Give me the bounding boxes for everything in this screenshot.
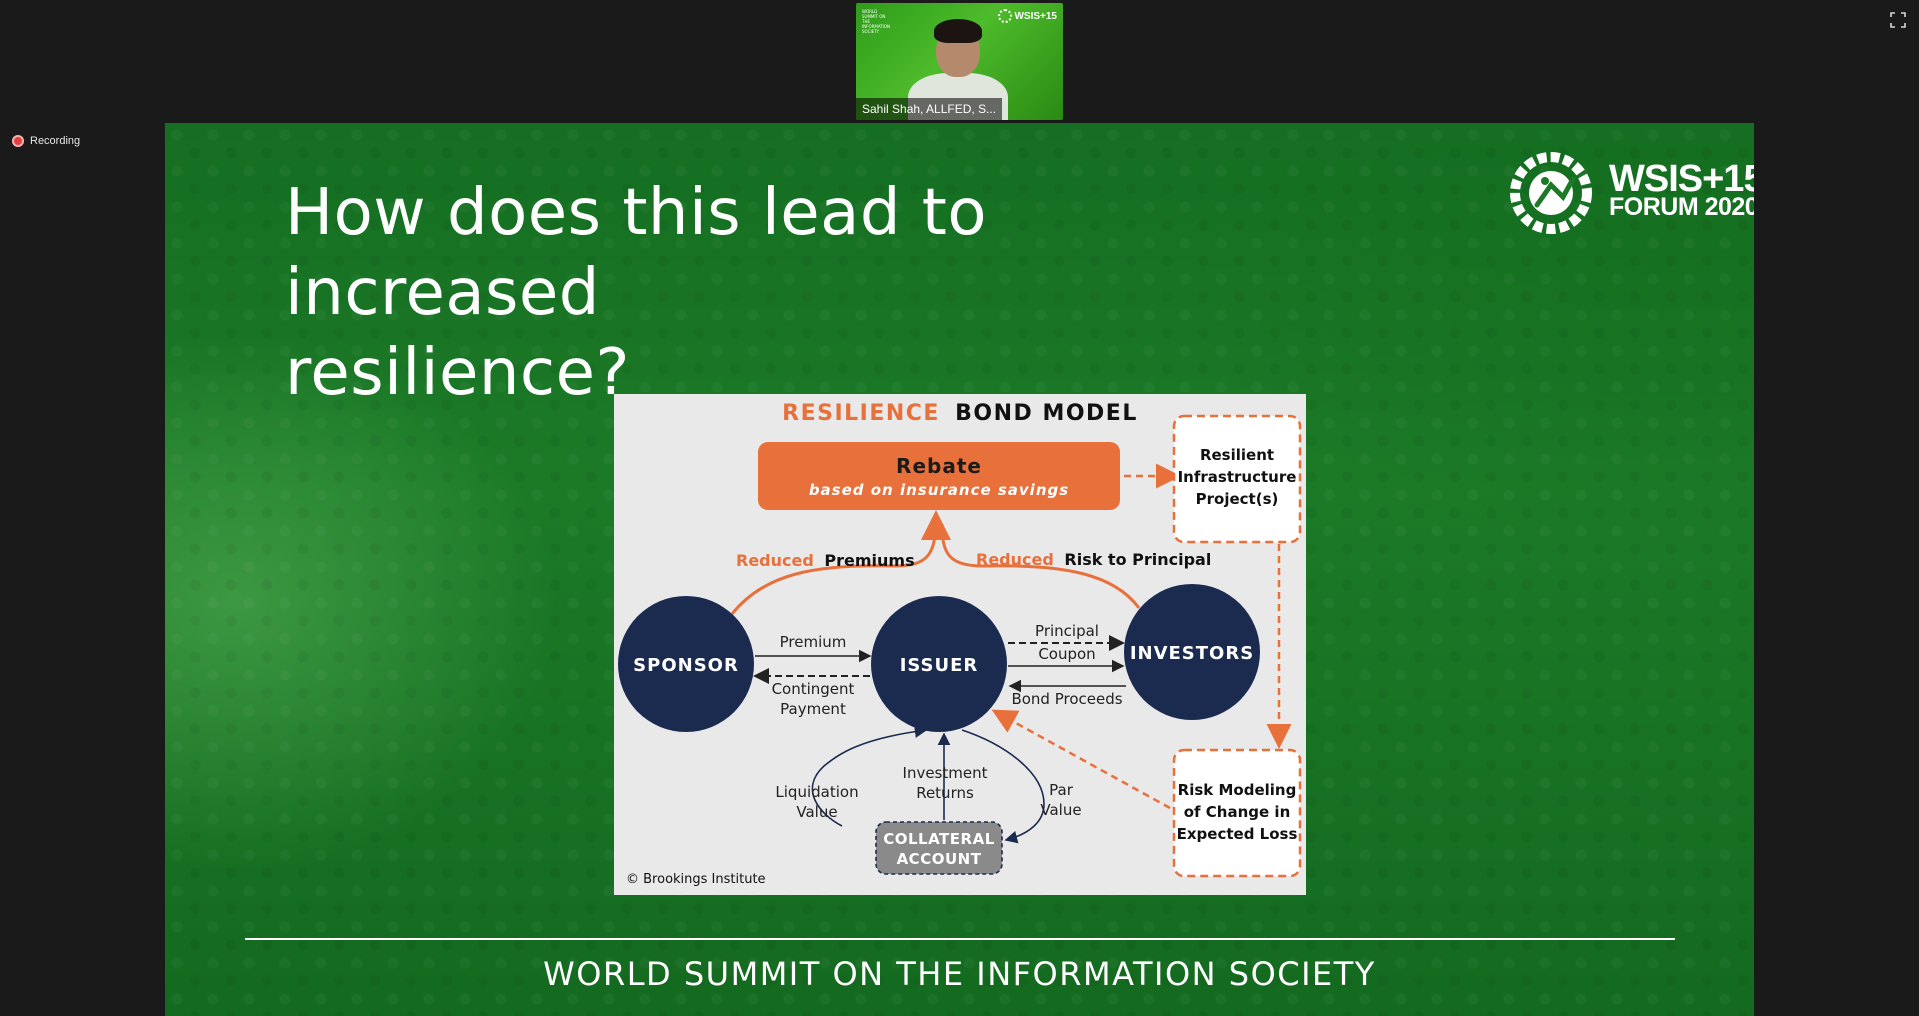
wsis-logo-text: WSIS+15 FORUM 2020 (1609, 158, 1754, 221)
rebate-title: Rebate (896, 454, 982, 478)
svg-text:RESILIENCE BOND MODE: RESILIENCE BOND MODEL (782, 401, 1138, 426)
logo-ring-icon (998, 9, 1013, 23)
sponsor-node (618, 596, 754, 732)
slide-title: How does this lead to increased resilien… (285, 173, 1285, 413)
projects-line2: Infrastructure (1178, 468, 1297, 486)
shared-slide: How does this lead to increased resilien… (165, 123, 1754, 1016)
collateral-line1: COLLATERAL (883, 830, 995, 848)
liquidation-value-arrow (811, 725, 928, 827)
projects-line3: Project(s) (1196, 490, 1279, 508)
risk-line2: of Change in (1184, 803, 1291, 821)
sponsor-to-rebate-curve (730, 510, 951, 615)
slide-title-line2: resilience? (285, 336, 630, 410)
slide-title-line1: How does this lead to increased (285, 176, 988, 330)
investment-label-2: Returns (916, 784, 974, 802)
collateral-line2: ACCOUNT (897, 850, 982, 868)
issuer-node (871, 596, 1007, 732)
diagram-copyright: © Brookings Institute (626, 872, 766, 887)
reduced-risk-label: Reduced Risk to Principal (976, 550, 1211, 569)
investors-label: INVESTORS (1130, 643, 1254, 664)
collateral-account-box (875, 821, 1003, 875)
footer-divider (245, 938, 1675, 940)
wsis-globe-icon (1510, 152, 1592, 234)
diagram-title-highlight: RESILIENCE (782, 401, 940, 426)
wsis15-small-logo-text: WSIS+15 (1014, 10, 1057, 22)
contingent-label-2: Payment (780, 700, 846, 718)
reduced-premiums-label: Reduced Premiums (736, 551, 915, 570)
diagram-title-rest: BOND MODEL (955, 401, 1138, 426)
recording-label: Recording (30, 135, 81, 147)
wsis15-small-logo: WSIS+15 (998, 9, 1057, 23)
sponsor-label: SPONSOR (633, 655, 739, 676)
reduced-risk-highlight: Reduced (976, 550, 1054, 569)
investors-to-rebate-curve (940, 523, 1141, 609)
risk-modeling-box (1172, 748, 1302, 878)
contingent-label-1: Contingent (772, 680, 855, 698)
investment-label-1: Investment (903, 764, 988, 782)
fullscreen-icon[interactable] (1890, 12, 1906, 28)
projects-line1: Resilient (1200, 446, 1274, 464)
rebate-box (758, 442, 1120, 510)
liquidation-label-2: Value (796, 803, 837, 821)
wsis-forum-logo: WSIS+15 FORUM 2020 (1503, 145, 1754, 241)
par-value-arrow (961, 729, 1045, 844)
coupon-label: Coupon (1038, 645, 1095, 663)
wsis-small-logo: WORLD SUMMIT ON THE INFORMATION SOCIETY (862, 9, 891, 34)
resilient-projects-box (1172, 414, 1302, 544)
investors-node (1124, 584, 1260, 720)
risk-to-issuer-arrow (991, 709, 1171, 810)
reduced-risk-rest: Risk to Principal (1064, 550, 1211, 569)
reduced-premiums-rest: Premiums (824, 551, 914, 570)
recording-dot-icon (12, 135, 24, 147)
rebate-subtitle: based on insurance savings (809, 481, 1069, 499)
slide-footer: WORLD SUMMIT ON THE INFORMATION SOCIETY (543, 955, 1376, 993)
par-label-1: Par (1049, 781, 1074, 799)
participant-hair (934, 19, 982, 43)
par-label-2: Value (1040, 801, 1081, 819)
participant-name-label: Sahil Shah, ALLFED, S... (856, 98, 1003, 120)
reduced-premiums-highlight: Reduced (736, 551, 814, 570)
liquidation-label-1: Liquidation (775, 783, 858, 801)
risk-line3: Expected Loss (1177, 825, 1298, 843)
logo-line1: WSIS+15 (1609, 158, 1754, 200)
principal-label: Principal (1035, 622, 1099, 640)
participant-video[interactable]: WORLD SUMMIT ON THE INFORMATION SOCIETY … (856, 3, 1063, 120)
resilience-bond-diagram: RESILIENCE BOND MODEL Rebate based on in… (614, 394, 1306, 895)
bond-proceeds-label: Bond Proceeds (1011, 690, 1122, 708)
risk-line1: Risk Modeling (1178, 781, 1297, 799)
issuer-label: ISSUER (900, 655, 979, 676)
premium-label: Premium (780, 633, 847, 651)
logo-line2: FORUM 2020 (1609, 193, 1754, 221)
recording-indicator: Recording (12, 135, 80, 147)
